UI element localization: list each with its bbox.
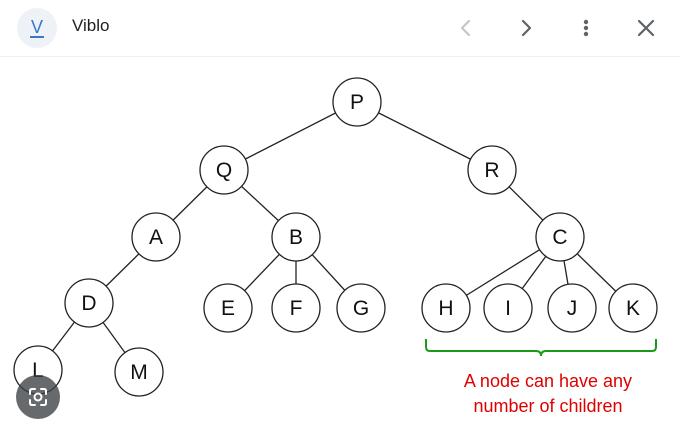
back-icon [460,19,471,37]
node-circle [271,283,321,333]
node-label: R [484,159,499,182]
node-circle [131,212,181,262]
node-circle [199,145,249,195]
lens-button[interactable] [16,375,60,419]
node-label: H [438,297,453,320]
node-label: J [567,297,578,320]
tree-node-F: F [271,283,321,333]
tree-node-Q: Q [199,145,249,195]
tree-node-I: I [483,283,533,333]
annotation-line-2: number of children [473,396,622,416]
tree-node-K: K [608,283,658,333]
nodes-layer: P Q R A B C D E F G H I J K L M [13,77,658,397]
tree-node-P: P [332,77,382,127]
close-icon [637,19,655,37]
node-label: I [505,297,511,320]
node-label: Q [216,159,232,182]
node-label: G [353,297,369,320]
node-label: F [290,297,303,320]
node-circle [467,145,517,195]
node-label: C [552,226,567,249]
children-brace [425,339,657,357]
forward-button[interactable] [510,12,542,44]
tree-node-R: R [467,145,517,195]
close-button[interactable] [630,12,662,44]
tree-node-J: J [547,283,597,333]
node-circle [336,283,386,333]
node-label: A [149,226,163,249]
svg-text:V: V [31,17,43,37]
tree-node-B: B [271,212,321,262]
tree-node-E: E [203,283,253,333]
site-logo[interactable]: V [17,8,57,48]
tree-node-C: C [535,212,585,262]
node-circle [114,347,164,397]
node-label: E [221,297,235,320]
node-label: K [626,297,640,320]
node-label: M [130,361,148,384]
forward-icon [521,19,532,37]
tree-node-M: M [114,347,164,397]
viblo-logo-icon: V [30,17,44,38]
site-name[interactable]: Viblo [72,16,110,35]
tree-node-A: A [131,212,181,262]
node-circle [547,283,597,333]
tree-node-D: D [64,278,114,328]
node-circle [421,283,471,333]
top-bar: V Viblo [0,0,680,57]
annotation-line-1: A node can have any [464,371,632,391]
tree-diagram: P Q R A B C D E F G H I J K L M A node can have any num… [13,77,658,416]
edge-P-Q [223,101,358,171]
node-circle [64,278,114,328]
tree-node-G: G [336,283,386,333]
node-circle [203,283,253,333]
node-circle [608,283,658,333]
more-vertical-icon [583,19,589,37]
lens-icon [29,388,47,406]
node-label: P [350,91,364,114]
node-label: L [32,359,44,382]
tree-node-H: H [421,283,471,333]
edge-P-R [356,101,493,171]
back-button[interactable] [450,12,482,44]
node-label: D [81,292,96,315]
node-circle [483,283,533,333]
node-label: B [289,226,303,249]
more-options-button[interactable] [570,12,602,44]
node-circle [535,212,585,262]
node-circle [271,212,321,262]
node-circle [332,77,382,127]
tree-diagram-image[interactable]: P Q R A B C D E F G H I J K L M A node can have any num… [0,57,680,423]
